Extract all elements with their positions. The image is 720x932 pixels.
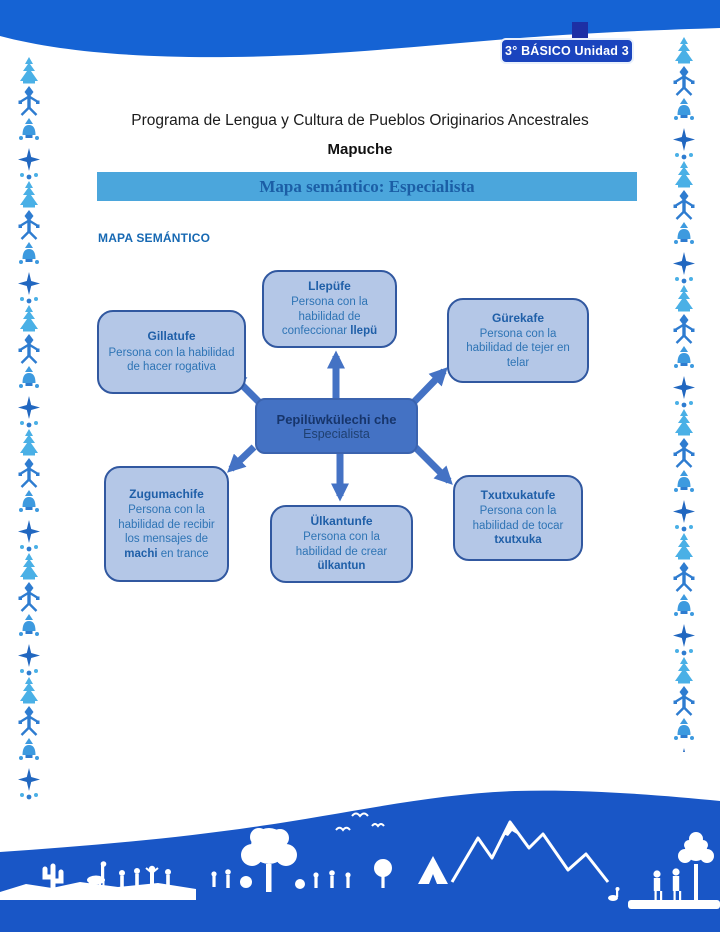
node-body-bold: llepü (350, 325, 378, 338)
node-body-text: Persona con la habilidad de tocar (472, 505, 564, 532)
node-body: Persona con la habilidad de tejer en tel… (456, 327, 580, 370)
node-body-text: Persona con la habilidad de recibir los … (118, 504, 215, 546)
node-ulkantunfe: Ülkantunfe Persona con la habilidad de c… (270, 505, 413, 583)
language-subtitle: Mapuche (327, 141, 393, 158)
node-gurekafe: Gürekafe Persona con la habilidad de tej… (447, 298, 589, 383)
center-node-subtitle: Especialista (303, 426, 370, 441)
center-node-title: Pepilüwkülechi che (276, 411, 397, 427)
unit-badge: 3° BÁSICO Unidad 3 (500, 38, 634, 64)
node-body: Persona con la habilidad de tocar txutxu… (462, 504, 574, 547)
node-body-text: Persona con la habilidad de confeccionar (281, 296, 368, 338)
node-body-bold: ülkantun (317, 560, 366, 573)
left-border-pattern (15, 56, 43, 800)
node-body-text: Persona con la habilidad de crear (295, 531, 388, 558)
node-title: Txutxukatufe (480, 488, 556, 503)
node-body-bold: txutxuka (494, 534, 542, 547)
node-title: Gürekafe (491, 310, 545, 325)
node-gillatufe: Gillatufe Persona con la habilidad de ha… (97, 310, 246, 394)
node-body: Persona con la habilidad de hacer rogati… (106, 346, 237, 375)
node-zugumachife: Zugumachife Persona con la habilidad de … (104, 466, 229, 582)
node-title: Llepüfe (308, 279, 351, 294)
bottom-landscape-illustration (0, 790, 720, 932)
node-txutxukatufe: Txutxukatufe Persona con la habilidad de… (453, 475, 583, 561)
map-label: MAPA SEMÁNTICO (98, 231, 211, 245)
right-border-pattern (670, 36, 698, 752)
node-body-text: Persona con la habilidad de tejer en tel… (466, 327, 570, 369)
node-title: Ülkantunfe (310, 514, 373, 529)
node-body-bold: machi (124, 547, 158, 560)
node-especialista-center: Pepilüwkülechi che Especialista (255, 398, 418, 454)
node-body: Persona con la habilidad de crear ülkant… (279, 530, 404, 573)
node-title: Gillatufe (147, 329, 196, 344)
program-title: Programa de Lengua y Cultura de Pueblos … (131, 112, 589, 129)
node-body-text: Persona con la habilidad de hacer rogati… (108, 346, 235, 374)
node-body: Persona con la habilidad de confeccionar… (271, 295, 388, 338)
section-header-text: Mapa semántico: Especialista (259, 176, 475, 196)
node-body-text: en trance (157, 547, 209, 560)
node-title: Zugumachife (129, 486, 204, 501)
section-header-bar: Mapa semántico: Especialista (97, 172, 637, 201)
node-llepufe: Llepüfe Persona con la habilidad de conf… (262, 270, 397, 348)
node-body: Persona con la habilidad de recibir los … (113, 503, 220, 561)
